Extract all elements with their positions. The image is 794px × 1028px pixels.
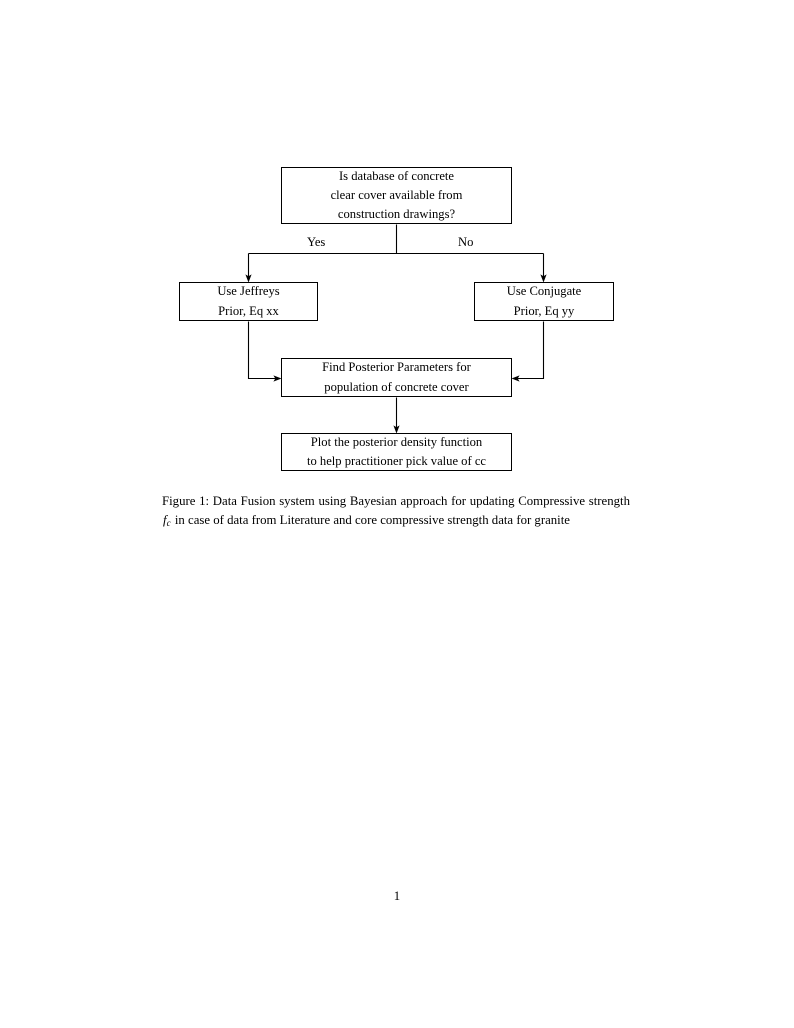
caption-math-base: f	[163, 512, 167, 527]
node-question-line-1: Is database of concrete	[338, 168, 455, 183]
node-conjugate-line-2: Prior, Eq yy	[513, 303, 575, 318]
flowchart-connectors	[245, 224, 547, 434]
node-plot-line-1: Plot the posterior density function	[310, 434, 483, 449]
node-jeffreys-line-1: Use Jeffreys	[217, 284, 280, 299]
arrowhead-into-posterior-left	[273, 375, 282, 382]
node-find-posterior-parameters: Find Posterior Parameters for population…	[281, 358, 512, 397]
node-plot-line-2: to help practitioner pick value of cc	[306, 454, 487, 468]
figure-flowchart: Is database of concrete clear cover avai…	[0, 0, 794, 490]
figure-caption: Figure 1: Data Fusion system using Bayes…	[162, 492, 630, 530]
arrowhead-into-plot	[393, 425, 400, 434]
page-number: 1	[393, 889, 401, 903]
arrowhead-into-conjugate	[540, 274, 547, 283]
connector-conjugate-to-posterior	[517, 321, 545, 380]
caption-text-before-math: Data Fusion system using Bayesian approa…	[209, 494, 630, 508]
node-conjugate-line-1: Use Conjugate	[506, 284, 582, 299]
edge-label-no: No	[458, 235, 474, 249]
caption-label: Figure 1:	[162, 494, 210, 508]
node-posterior-line-2: population of concrete cover	[324, 379, 469, 394]
node-plot-posterior-density: Plot the posterior density function to h…	[281, 433, 512, 471]
node-jeffreys-prior: Use Jeffreys Prior, Eq xx	[179, 282, 318, 321]
connector-jeffreys-to-posterior	[247, 321, 276, 380]
node-question-line-2: clear cover available from	[330, 187, 463, 202]
arrowhead-into-jeffreys	[245, 274, 252, 283]
node-conjugate-prior: Use Conjugate Prior, Eq yy	[474, 282, 614, 321]
arrowheads	[245, 274, 547, 434]
edge-label-yes: Yes	[307, 235, 326, 249]
node-question-database: Is database of concrete clear cover avai…	[281, 167, 512, 224]
node-posterior-line-1: Find Posterior Parameters for	[322, 360, 471, 375]
caption-math-fc: fc	[162, 512, 172, 528]
node-question-line-3: construction drawings?	[337, 207, 456, 222]
arrowhead-into-posterior-right	[511, 375, 520, 382]
caption-text-after-math: in case of data from Literature and core…	[171, 512, 570, 527]
caption-math-subscript: c	[166, 517, 171, 528]
node-jeffreys-line-2: Prior, Eq xx	[218, 303, 279, 318]
